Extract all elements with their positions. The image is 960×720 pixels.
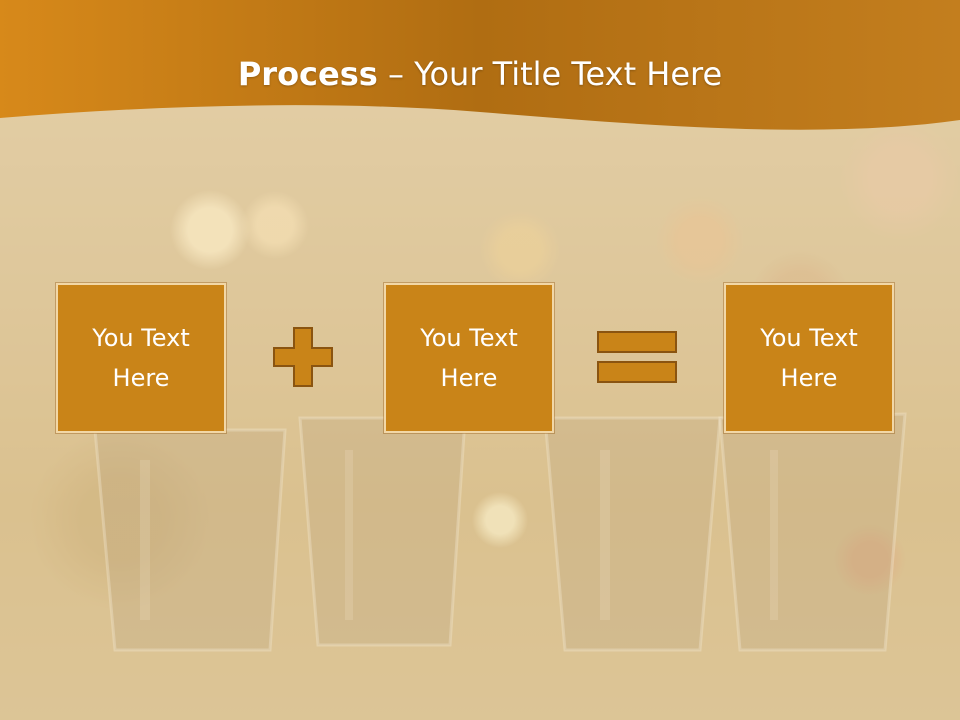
box-2-line-2: Here xyxy=(440,364,498,392)
title-rest: – Your Title Text Here xyxy=(377,55,723,93)
title-bold: Process xyxy=(237,55,378,93)
box-2-line-1: You Text xyxy=(420,324,518,352)
slide-title: Process – Your Title Text Here xyxy=(0,52,960,96)
header-banner xyxy=(0,0,960,130)
process-box-1: You Text Here xyxy=(56,283,226,433)
equals-icon xyxy=(597,331,677,383)
plus-icon xyxy=(273,327,333,387)
box-1-line-1: You Text xyxy=(92,324,190,352)
box-1-line-2: Here xyxy=(112,364,170,392)
process-box-3: You Text Here xyxy=(724,283,894,433)
box-3-line-2: Here xyxy=(780,364,838,392)
box-3-line-1: You Text xyxy=(760,324,858,352)
process-box-2: You Text Here xyxy=(384,283,554,433)
